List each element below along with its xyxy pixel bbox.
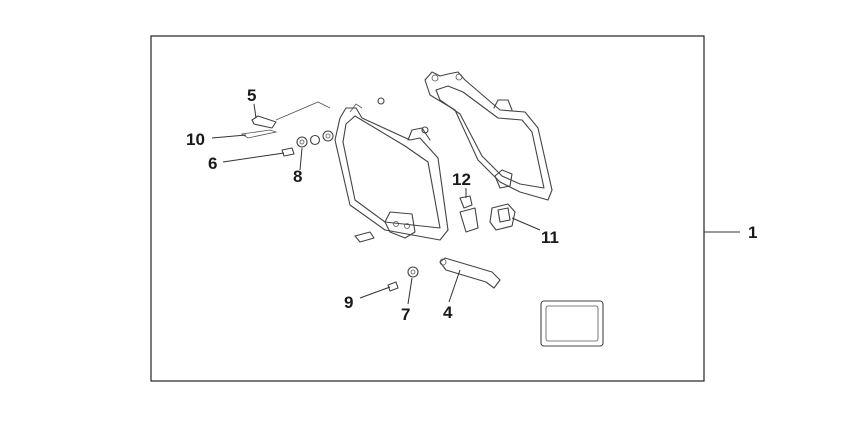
lower-hardware bbox=[387, 257, 501, 292]
callout-1: 1 bbox=[748, 223, 757, 242]
leader-lines bbox=[211, 103, 740, 305]
rubber-pad bbox=[354, 231, 375, 243]
callout-6: 6 bbox=[208, 154, 217, 173]
left-carrier-frame bbox=[334, 103, 449, 241]
bolt-6 bbox=[281, 147, 295, 157]
callout-12: 12 bbox=[452, 170, 471, 189]
callout-8: 8 bbox=[293, 167, 302, 186]
callout-10: 10 bbox=[186, 130, 205, 149]
right-carrier-frame bbox=[424, 71, 553, 201]
collar-pin bbox=[240, 101, 331, 139]
diagram-frame bbox=[150, 35, 705, 382]
washers-nuts bbox=[296, 97, 429, 148]
emblem-plate bbox=[540, 300, 604, 347]
callout-7: 7 bbox=[401, 305, 410, 324]
clamp bbox=[489, 203, 516, 231]
callout-4: 4 bbox=[443, 303, 453, 322]
callout-11: 11 bbox=[541, 228, 559, 247]
callout-5: 5 bbox=[247, 86, 256, 105]
callout-9: 9 bbox=[344, 293, 353, 312]
hanging-bracket bbox=[459, 195, 479, 233]
